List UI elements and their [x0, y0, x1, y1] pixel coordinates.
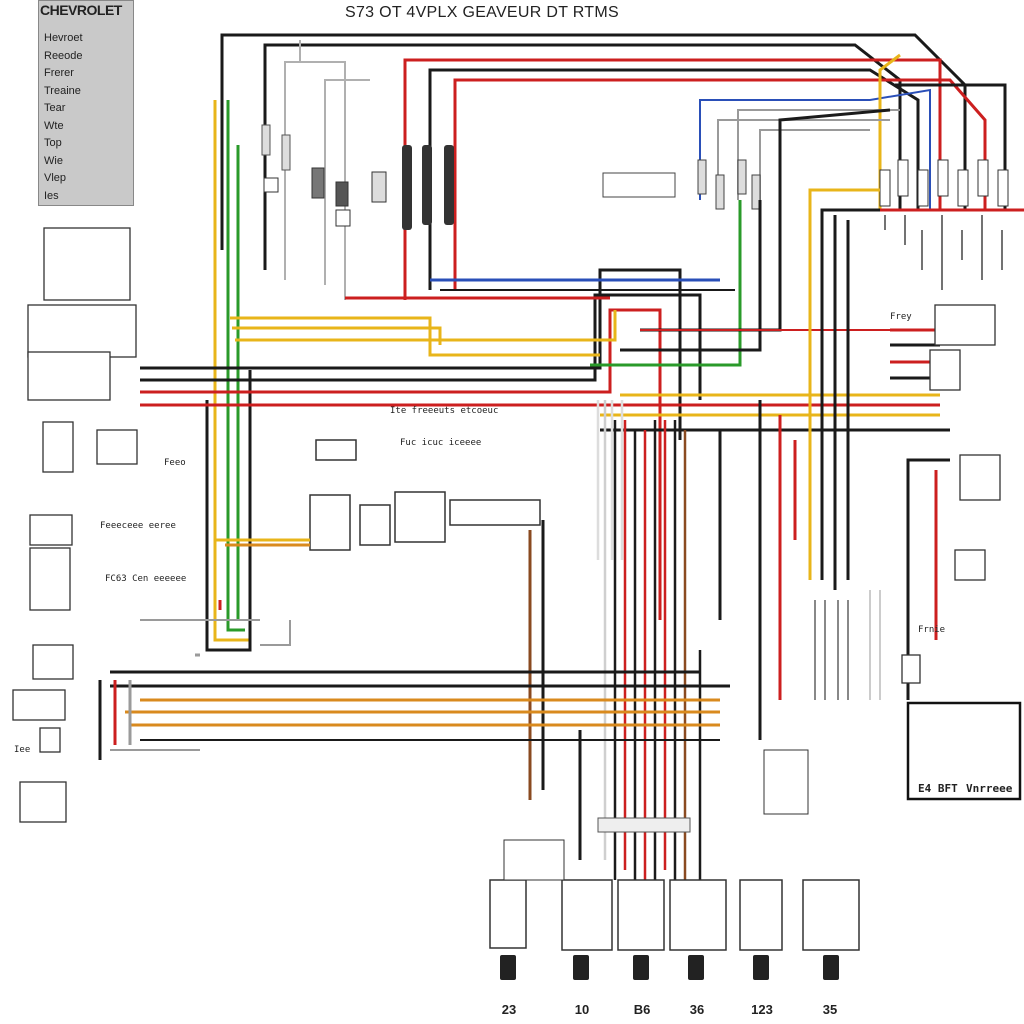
terminal-number: 36 [689, 1002, 705, 1017]
terminal-number: B6 [633, 1002, 651, 1017]
annotation-label: Vnrreee [966, 782, 1013, 795]
legend-item: Treaine [44, 84, 81, 97]
terminal-number: 35 [822, 1002, 838, 1017]
legend-brand: CHEVROLET [40, 2, 122, 18]
annotation-label: Iee [14, 745, 31, 755]
legend-item: Tear [44, 102, 66, 114]
legend-item: Frerer [44, 67, 74, 79]
annotation-label: Frey [890, 312, 912, 322]
lower-horizontal-bus [98, 619, 730, 760]
legend-item: Reeode [44, 49, 83, 62]
bottom-plugs [500, 955, 839, 980]
center-vertical-bundle [596, 400, 702, 880]
terminal-number: 10 [574, 1002, 590, 1017]
top-left-connectors [261, 124, 454, 230]
legend-item: Top [44, 137, 62, 149]
legend-list: Hevroet Reeode Frerer Treaine Tear Wte T… [44, 30, 83, 205]
legend-item: Hevroet [44, 32, 83, 44]
annotation-label: Frnie [918, 625, 946, 635]
top-left-gray-loops [284, 40, 370, 300]
left-schematic-blocks [12, 227, 1001, 823]
right-vertical-descent [718, 188, 950, 740]
mid-modules [309, 439, 541, 551]
annotation-label: FC63 Cen eeeeee [105, 574, 187, 584]
right-mid-bus [600, 328, 950, 432]
legend-item: Wte [44, 119, 64, 132]
annotation-label: Ite freeeuts etcoeuc [390, 406, 499, 416]
left-vertical-harness [205, 100, 252, 652]
bottom-terminal-blocks [489, 701, 1022, 951]
terminal-number: 123 [751, 1002, 773, 1017]
legend-panel [38, 0, 134, 206]
annotation-label: E4 BFT [918, 782, 958, 795]
annotation-label: Feeo [164, 458, 186, 468]
mid-feed-wires [215, 520, 582, 860]
top-harness-loops [220, 33, 1007, 300]
top-right-connectors [602, 159, 1024, 212]
legend-item: Ies [44, 189, 59, 202]
top-right-pins [884, 215, 1003, 290]
legend-item: Vlep [44, 172, 67, 184]
annotation-label: Feeeceee eeree [100, 521, 176, 531]
annotation-label: Fuc icuc iceeee [400, 438, 482, 448]
terminal-number: 23 [501, 1002, 517, 1017]
diagram-title: S73 OT 4VPLX GEAVEUR DT RTMS [345, 4, 619, 21]
legend-item: Wie [44, 154, 63, 167]
